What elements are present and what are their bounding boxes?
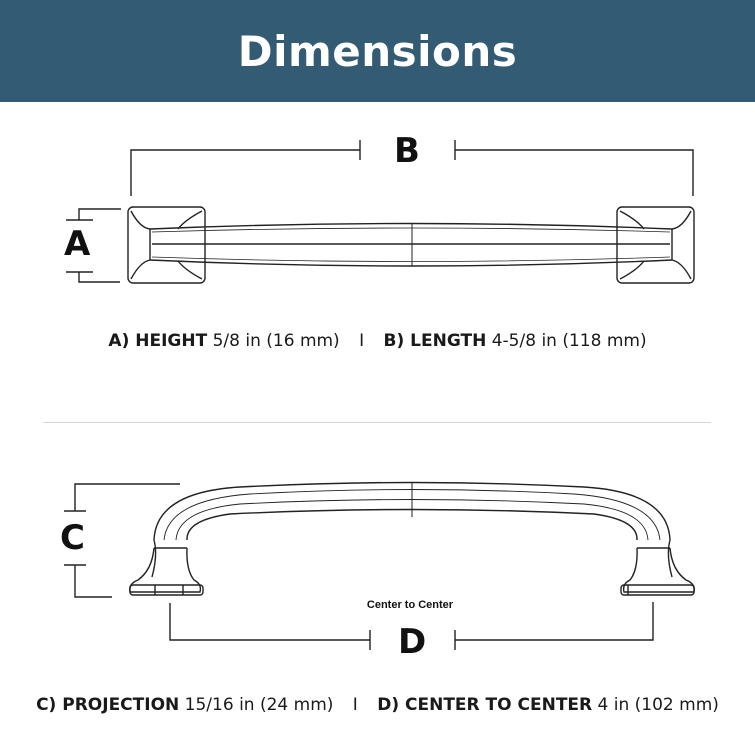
- height-key: A) HEIGHT: [108, 331, 208, 351]
- label-b: B: [394, 131, 420, 171]
- center-to-center-key: D) CENTER TO CENTER: [377, 695, 593, 715]
- center-to-center-value: 4 in (102 mm): [597, 695, 719, 715]
- handle-side-view: [128, 481, 696, 596]
- dimension-a-line: [66, 208, 121, 283]
- page-title: Dimensions: [237, 26, 518, 76]
- label-c: C: [60, 518, 85, 558]
- label-d: D: [398, 622, 427, 662]
- length-value: 4-5/8 in (118 mm): [491, 331, 647, 351]
- height-value: 5/8 in (16 mm): [212, 331, 340, 351]
- separator: I: [359, 331, 365, 351]
- dimension-c-line: [64, 483, 180, 598]
- spec-row-height-length: A) HEIGHT 5/8 in (16 mm) I B) LENGTH 4-5…: [0, 331, 755, 351]
- projection-value: 15/16 in (24 mm): [184, 695, 334, 715]
- dimension-d-line: [169, 602, 654, 650]
- center-to-center-label: Center to Center: [366, 599, 454, 611]
- header-banner: Dimensions: [0, 0, 755, 102]
- dimension-b-line: [130, 140, 694, 196]
- handle-top-view: [127, 206, 695, 284]
- spec-row-projection-center: C) PROJECTION 15/16 in (24 mm) I D) CENT…: [0, 695, 755, 715]
- label-a: A: [64, 224, 91, 264]
- length-key: B) LENGTH: [383, 331, 487, 351]
- section-divider: [43, 422, 711, 423]
- projection-key: C) PROJECTION: [36, 695, 180, 715]
- separator: I: [352, 695, 358, 715]
